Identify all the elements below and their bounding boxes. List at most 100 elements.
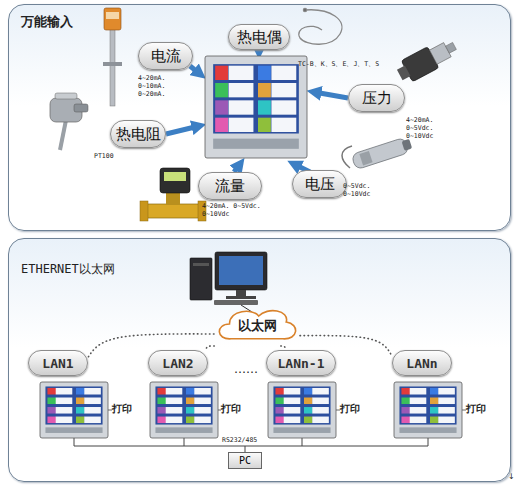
input-range: PT100 — [94, 152, 114, 160]
recorder-device — [40, 382, 108, 438]
pc-box: PC — [228, 452, 262, 469]
recorder-device — [166, 388, 183, 395]
printer-label: 打印 — [466, 403, 486, 416]
recorder-device — [304, 398, 313, 405]
node-label: PC — [239, 455, 251, 466]
pc-computer — [219, 256, 263, 285]
recorder-device — [76, 407, 85, 414]
recorder-device — [186, 417, 195, 424]
recorder-device — [76, 388, 85, 395]
printer-lead — [336, 410, 340, 411]
recorder-device — [186, 388, 195, 395]
rtd-sensor — [74, 104, 88, 112]
recorder-device — [215, 83, 228, 97]
recorder-device — [76, 417, 85, 424]
recorder-device — [271, 118, 296, 132]
input-pill: 压力 — [348, 84, 405, 112]
node-label: 电压 — [305, 175, 335, 194]
recorder-device — [430, 398, 439, 405]
recorder-device — [284, 388, 301, 395]
node-label: 电流 — [151, 47, 181, 66]
pc-computer — [226, 296, 256, 299]
recorder-device — [84, 398, 101, 405]
recorder-device — [275, 388, 284, 395]
recorder-device — [312, 398, 329, 405]
rs485-bus — [428, 438, 429, 446]
printer-label: 打印 — [340, 403, 360, 416]
lan-pill: LAN2 — [148, 350, 208, 376]
recorder-device — [258, 118, 271, 132]
recorder-device — [166, 407, 183, 414]
recorder-device — [155, 427, 212, 433]
recorder-device — [271, 100, 296, 114]
recorder-device — [275, 407, 284, 414]
pc-computer — [214, 300, 258, 305]
recorder-device — [394, 382, 462, 438]
input-range: 4~20mA. 0~5Vdc. 0~10Vdc — [202, 202, 268, 218]
recorder-device — [275, 398, 284, 405]
recorder-device — [166, 417, 183, 424]
recorder-device — [430, 388, 439, 395]
pc-computer — [193, 263, 209, 266]
recorder-device — [401, 388, 410, 395]
recorder-device — [84, 407, 101, 414]
node-label: 热电偶 — [237, 28, 282, 47]
recorder-device — [45, 386, 102, 424]
input-range: TC-B、K、S、E、J、T、S — [298, 60, 379, 68]
flow-meter — [166, 192, 180, 205]
printer-label: 打印 — [112, 403, 132, 416]
recorder-device — [312, 417, 329, 424]
recorder-device — [47, 398, 56, 405]
recorder-device — [258, 83, 271, 97]
recorder-device — [213, 64, 299, 133]
recorder-device — [215, 66, 228, 80]
recorder-device — [271, 66, 296, 80]
rs485-bus — [184, 438, 185, 446]
recorder-device — [430, 417, 439, 424]
input-range: 4~20mA. 0~5Vdc. 0~10Vdc — [406, 116, 446, 140]
recorder-device — [45, 427, 102, 433]
input-range: 0~5Vdc. 0~10Vdc — [343, 182, 383, 198]
recorder-device — [194, 407, 211, 414]
recorder-device — [284, 407, 301, 414]
recorder-device — [47, 388, 56, 395]
recorder-device — [284, 417, 301, 424]
cloud-outline — [219, 311, 295, 339]
flow-meter — [140, 201, 148, 221]
node-label: 热电阻 — [116, 125, 161, 144]
recorder-device — [438, 398, 455, 405]
recorder-device — [157, 388, 166, 395]
rs485-bus — [74, 438, 75, 446]
rs485-bus — [74, 446, 428, 447]
recorder-device — [401, 417, 410, 424]
recorder-device — [275, 417, 284, 424]
lan-pill: LANn — [392, 350, 452, 376]
recorder-device — [438, 407, 455, 414]
recorder-device — [401, 398, 410, 405]
recorder-device — [186, 407, 195, 414]
flow-meter — [160, 168, 190, 193]
node-label: LANn-1 — [278, 356, 325, 371]
recorder-device — [229, 83, 254, 97]
recorder-device — [284, 398, 301, 405]
pc-computer — [215, 252, 267, 290]
lan-pill: LAN1 — [28, 350, 88, 376]
input-pill: 热电偶 — [228, 24, 290, 50]
recorder-device — [312, 388, 329, 395]
recorder-device — [271, 83, 296, 97]
recorder-device — [56, 398, 73, 405]
flow-meter — [164, 172, 186, 181]
recorder-device — [56, 417, 73, 424]
recorder-device — [258, 100, 271, 114]
recorder-device — [150, 382, 218, 438]
recorder-device — [312, 407, 329, 414]
recorder-device — [166, 398, 183, 405]
node-label: LAN1 — [42, 356, 73, 371]
recorder-device — [438, 417, 455, 424]
recorder-device — [304, 407, 313, 414]
recorder-device — [410, 407, 427, 414]
recorder-device — [258, 66, 271, 80]
recorder-device — [304, 417, 313, 424]
input-range: 4~20mA. 0~10mA. 0~20mA. — [138, 74, 178, 98]
